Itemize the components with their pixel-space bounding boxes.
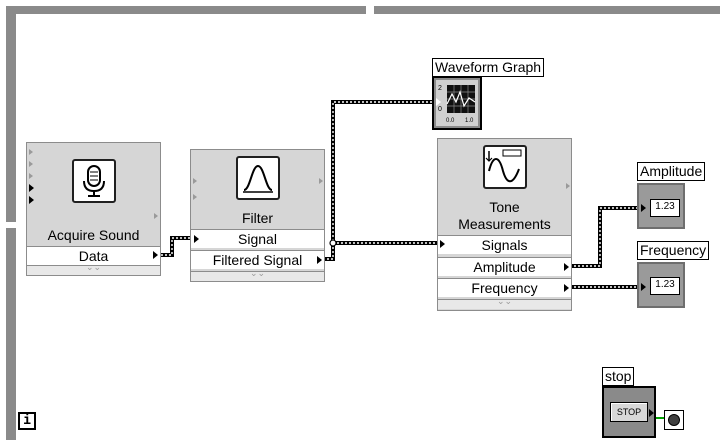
signal-terminal[interactable]: Signal xyxy=(191,229,324,248)
acquire-sound-title: Acquire Sound xyxy=(47,227,140,243)
wire-amplitude[interactable] xyxy=(570,206,640,268)
sine-wave-icon xyxy=(483,145,527,189)
amplitude-numeric-display: 1.23 xyxy=(650,199,680,217)
data-terminal[interactable]: Data xyxy=(27,246,160,265)
loop-border-gap xyxy=(366,6,374,14)
amplitude-input-arrow xyxy=(641,204,646,212)
stop-button-text: STOP xyxy=(616,407,642,417)
input-terminal[interactable] xyxy=(29,184,34,192)
signals-terminal[interactable]: Signals xyxy=(438,235,571,254)
input-terminal[interactable] xyxy=(29,196,34,204)
frequency-numeric-display: 1.23 xyxy=(650,277,680,295)
wire-data-to-signal[interactable] xyxy=(161,236,190,257)
output-terminal-hint xyxy=(154,213,158,219)
frequency-label[interactable]: Frequency xyxy=(637,241,710,260)
stop-button[interactable]: STOP xyxy=(610,402,648,422)
signal-input-arrow xyxy=(194,235,199,243)
output-terminal-hint xyxy=(566,183,570,189)
input-terminal-hint xyxy=(193,178,197,184)
filter-node[interactable]: Filter Signal Filtered Signal ⌄⌄ xyxy=(190,149,325,282)
graph-x-right-tick: 1.0 xyxy=(465,118,474,124)
acquire-sound-node[interactable]: Acquire Sound Data ⌄⌄ xyxy=(26,142,161,276)
frequency-output-arrow xyxy=(564,284,569,292)
node-expander[interactable]: ⌄⌄ xyxy=(191,268,324,281)
wire-data-to-signal-dots xyxy=(161,237,190,256)
microphone-icon xyxy=(72,159,116,203)
loop-condition-terminal[interactable] xyxy=(664,410,684,430)
waveform-graph-label[interactable]: Waveform Graph xyxy=(432,58,545,77)
graph-x-left-tick: 0.0 xyxy=(446,118,455,124)
graph-y-top-tick: 2 xyxy=(438,85,442,92)
frequency-terminal[interactable]: Frequency xyxy=(438,278,571,297)
input-terminal-hint xyxy=(29,161,33,167)
filter-title: Filter xyxy=(241,210,274,226)
wire-filtered-signal-dots xyxy=(323,101,432,260)
node-expander[interactable]: ⌄⌄ xyxy=(438,296,571,309)
bandpass-filter-icon xyxy=(236,156,280,200)
tone-measurements-title-line2: Measurements xyxy=(458,216,551,232)
stop-label[interactable]: stop xyxy=(602,367,635,386)
tone-measurements-node[interactable]: Tone Measurements Signals Amplitude Freq… xyxy=(437,138,572,311)
input-terminal-hint xyxy=(29,149,33,155)
waveform-graph-input-arrow xyxy=(436,98,441,106)
amplitude-terminal[interactable]: Amplitude xyxy=(438,257,571,276)
filtered-signal-terminal[interactable]: Filtered Signal xyxy=(191,250,324,269)
waveform-graph-icon: 2 0 0.0 1.0 xyxy=(436,80,478,126)
wire-filtered-signal[interactable] xyxy=(323,100,432,261)
stop-if-true-icon xyxy=(668,414,680,426)
iteration-terminal[interactable]: i xyxy=(18,412,36,430)
amplitude-output-arrow xyxy=(564,263,569,271)
amplitude-label[interactable]: Amplitude xyxy=(637,162,706,181)
output-terminal-hint xyxy=(319,178,323,184)
signals-input-arrow xyxy=(440,240,445,248)
frequency-input-arrow xyxy=(641,283,646,291)
wire-amplitude-dots xyxy=(570,207,640,267)
graph-y-bottom-tick: 0 xyxy=(438,106,442,113)
filtered-signal-output-arrow xyxy=(317,256,322,264)
while-loop-top-border[interactable] xyxy=(6,6,720,14)
stop-output-arrow xyxy=(649,409,654,417)
node-expander[interactable]: ⌄⌄ xyxy=(27,262,160,275)
data-output-arrow xyxy=(153,251,158,259)
loop-tunnel-gap xyxy=(6,222,16,228)
tone-measurements-title-line1: Tone xyxy=(489,199,520,215)
input-terminal-hint xyxy=(29,173,33,179)
input-terminal-hint xyxy=(193,194,197,200)
wire-junction xyxy=(329,239,337,247)
